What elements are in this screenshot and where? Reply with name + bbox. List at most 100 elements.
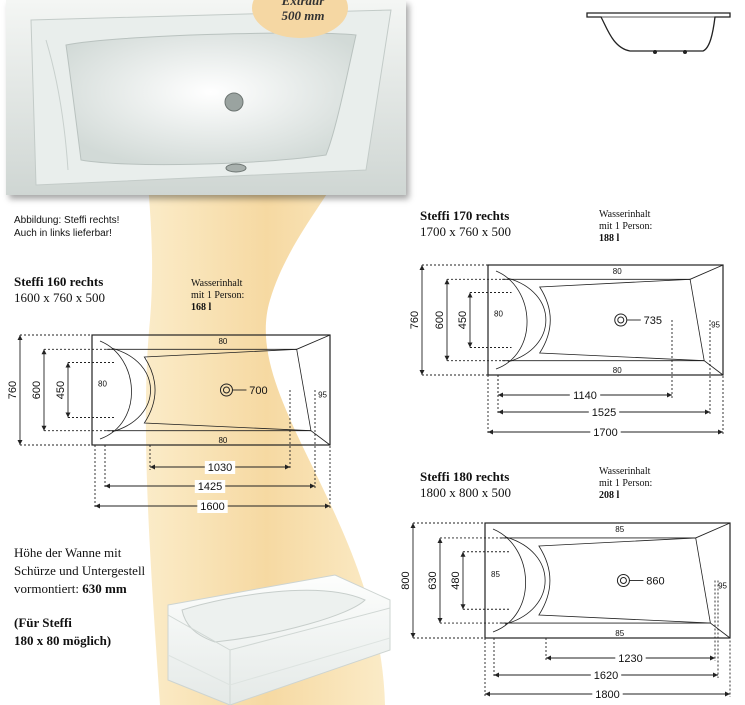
tub-0-rim-right-label: 95 — [318, 391, 327, 400]
tub-1-vdim-1-arrow-t — [444, 279, 450, 285]
tub-2-hdim-2-arrow-l — [485, 691, 490, 697]
tub-170-water: Wasserinhalt mit 1 Person: 188 l — [599, 209, 652, 245]
tub-2-vdim-0-arrow-b — [410, 633, 416, 638]
tub-0-hdim-0-label: 1030 — [208, 462, 232, 474]
tub-2-hdim-1-arrow-l — [494, 672, 499, 678]
tub-0-hdim-2-label-bg — [197, 500, 228, 513]
tub-0-vdim-0-label: 760 — [7, 381, 19, 399]
tub-1-drain-outer — [614, 313, 628, 327]
tub-1-rim-bottom-label: 80 — [613, 366, 622, 375]
tub-170-header: Steffi 170 rechts 1700 x 760 x 500 — [420, 208, 511, 240]
tub-180-water-value: 208 l — [599, 490, 620, 501]
tub-170-model: Steffi 170 rechts — [420, 208, 510, 223]
water-label-1: Wasserinhalt — [599, 209, 651, 220]
tub-1-hdim-1-arrow-l — [498, 409, 503, 415]
tub-180-header: Steffi 180 rechts 1800 x 800 x 500 — [420, 469, 511, 501]
tub-2-hdim-1-arrow-r — [713, 672, 718, 678]
tub-2-basin — [538, 537, 711, 624]
height-note: Höhe der Wanne mit Schürze und Untergest… — [14, 544, 145, 650]
tub-2-drain-outer — [616, 574, 630, 587]
tub-0-hdim-1-label-bg — [194, 480, 226, 493]
tub-1-corner-tr — [689, 264, 724, 280]
tub-1-rim-right-label: 95 — [711, 321, 720, 330]
tub-1-corner-br — [703, 360, 724, 376]
tub-2-rim-right-label: 95 — [718, 582, 727, 591]
tub-1-vdim-0-label: 760 — [409, 311, 421, 329]
water-label-2: mit 1 Person: — [599, 221, 653, 232]
tub-2-vdim-0-label: 800 — [400, 571, 412, 589]
tub-170-dims: 1700 x 760 x 500 — [420, 224, 511, 239]
tub-1-vdim-1-arrow-b — [444, 355, 450, 361]
tub-160-model: Steffi 160 rechts — [14, 274, 104, 289]
tub-2-hdim-0-arrow-l — [546, 655, 551, 661]
bathtub-photo-top — [6, 0, 406, 195]
tub-2-curve-a — [492, 528, 526, 633]
tub-180-dims: 1800 x 800 x 500 — [420, 485, 511, 500]
tub-2-hdim-1-label: 1620 — [594, 670, 618, 682]
steffi-note-line1: (Für Steffi — [14, 615, 72, 630]
tub-1-hdim-1-label: 1525 — [592, 407, 616, 419]
tub-2-hdim-1-label-bg — [590, 669, 622, 682]
tub-2-corner-tr — [695, 522, 731, 539]
tub-160-water: Wasserinhalt mit 1 Person: 168 l — [191, 278, 244, 314]
tub-0-vdim-1-arrow-b — [41, 425, 47, 431]
badge-line1: Extraür — [281, 0, 325, 8]
tub-0-outline — [91, 334, 331, 446]
tub-0-rim-left-label: 80 — [98, 380, 107, 389]
tub-2-vdim-0-arrow-t — [410, 523, 416, 528]
tub-0-hdim-1-arrow-l — [105, 483, 110, 489]
tub-170-water-value: 188 l — [599, 233, 620, 244]
tub-2-vdim-2-label: 480 — [450, 571, 462, 589]
tub-180-model: Steffi 180 rechts — [420, 469, 510, 484]
tub-1-vdim-0-arrow-t — [419, 265, 425, 270]
tub-2-vdim-1-arrow-b — [437, 618, 443, 624]
tub-2-curve-b — [504, 536, 546, 625]
tub-1-curve-a — [495, 270, 528, 370]
tub-0-vdim-1-label: 600 — [31, 381, 43, 399]
tub-1-vdim-2-arrow-b — [467, 342, 473, 348]
tub-0-rim-bottom-label: 80 — [218, 436, 227, 445]
water-label-2: mit 1 Person: — [599, 478, 653, 489]
tub-1-hdim-1-label-bg — [588, 406, 620, 419]
tub-1-rim-left-label: 80 — [494, 310, 503, 319]
tub-1-rim-top-label: 80 — [613, 267, 622, 276]
tub-1-basin — [538, 278, 705, 362]
height-note-line3: vormontiert: 630 mm — [14, 580, 145, 598]
tub-2-hdim-2-label: 1800 — [595, 689, 619, 701]
tub-160-water-value: 168 l — [191, 302, 212, 313]
tub-0-basin — [143, 348, 312, 432]
tub-1-vdim-0-arrow-b — [419, 370, 425, 375]
tub-profile-drawing — [586, 12, 731, 54]
height-note-value: 630 mm — [82, 581, 127, 596]
tub-2-vdim-1-label: 630 — [427, 571, 439, 589]
tub-1-hdim-0-arrow-r — [667, 392, 672, 398]
tub-2-drain-label: 860 — [646, 576, 664, 588]
tub-0-hdim-1-arrow-r — [310, 483, 315, 489]
tub-2-hdim-0-label: 1230 — [618, 653, 642, 665]
tub-1-curve-b — [507, 277, 547, 363]
tub-0-vdim-2-label: 450 — [55, 381, 67, 399]
tub-1-hdim-2-arrow-r — [718, 429, 723, 435]
height-note-line1: Höhe der Wanne mit — [14, 545, 122, 560]
tub-1-hdim-2-label-bg — [590, 426, 621, 439]
tub-2-vdim-1-arrow-t — [437, 537, 443, 543]
tub-0-rim-top-label: 80 — [218, 337, 227, 346]
tub-1-vdim-1-label: 600 — [434, 311, 446, 329]
tub-160-header: Steffi 160 rechts 1600 x 760 x 500 — [14, 274, 105, 306]
tub-0-corner-br — [310, 430, 331, 446]
tub-2-hdim-0-arrow-r — [710, 655, 715, 661]
tub-0-vdim-0-arrow-t — [17, 335, 23, 340]
tub-0-hdim-0-arrow-l — [150, 464, 155, 470]
tub-2-outline — [484, 522, 731, 639]
water-label-1: Wasserinhalt — [191, 278, 243, 289]
tub-1-hdim-0-arrow-l — [498, 392, 503, 398]
tub-0-vdim-2-arrow-t — [65, 362, 71, 368]
tub-0-hdim-2-arrow-r — [325, 503, 330, 509]
caption-line1: Abbildung: Steffi rechts! — [14, 215, 120, 226]
water-label-1: Wasserinhalt — [599, 466, 651, 477]
tub-0-curve-b — [111, 347, 151, 433]
tub-2-hdim-2-label-bg — [592, 688, 623, 701]
tub-1-hdim-2-label: 1700 — [593, 427, 617, 439]
tub-2-corner-br — [710, 622, 731, 639]
tub-0-hdim-2-arrow-l — [95, 503, 100, 509]
